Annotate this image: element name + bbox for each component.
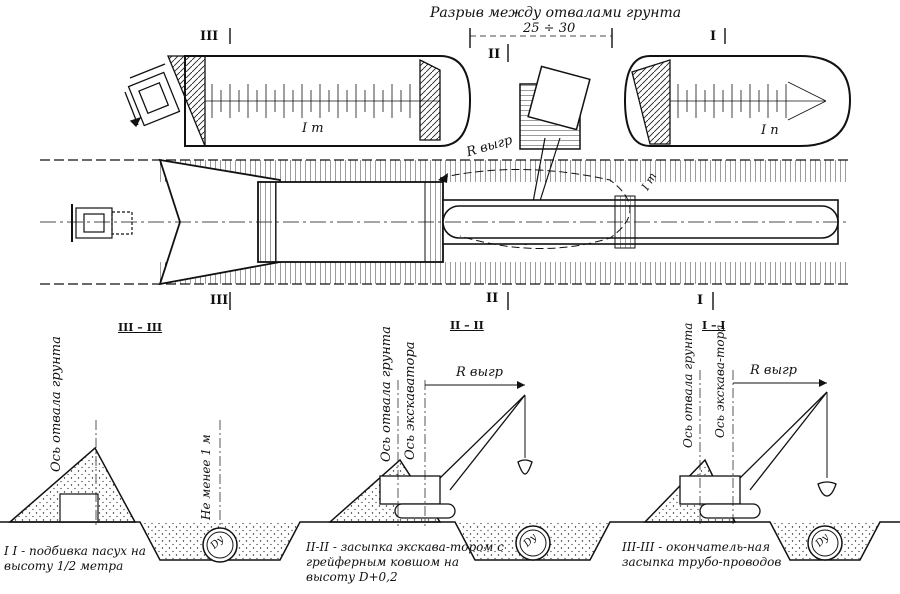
section-mark-second-bottom: II bbox=[486, 291, 499, 306]
spoil-axis-label-second: Ось отвала грунта bbox=[379, 326, 394, 462]
top-title: Разрыв между отвалами грунта bbox=[430, 5, 682, 21]
mound-label-first: I п bbox=[761, 123, 779, 138]
caption-section-three: III-III - окончатель-ная засыпка трубо-п… bbox=[622, 540, 782, 569]
section-lines bbox=[229, 28, 726, 310]
excavator-plan-icon bbox=[519, 65, 591, 246]
section-second bbox=[310, 380, 625, 561]
radius-label-first: R выгр bbox=[750, 363, 797, 378]
section-first bbox=[625, 370, 900, 561]
min-distance-label: Не менее 1 м bbox=[199, 434, 213, 520]
caption-section-two: II-II - засыпка экскава-тором с грейферн… bbox=[306, 540, 504, 584]
radius-label-second: R выгр bbox=[456, 365, 503, 380]
section-mark-second-top: II bbox=[488, 47, 501, 62]
mound-label-third: I m bbox=[302, 121, 324, 136]
caption-section-one: I I - подбивка пасух на высоту 1/2 метра bbox=[4, 544, 146, 573]
spoil-mound-first bbox=[623, 55, 852, 147]
section-title-first: I – I bbox=[702, 319, 726, 332]
section-mark-first-top: I bbox=[710, 29, 717, 44]
section-title-second: II – II bbox=[450, 319, 484, 332]
section-third bbox=[0, 420, 310, 563]
bulldozer-icon bbox=[124, 63, 181, 128]
spoil-mound-third bbox=[167, 55, 472, 147]
excavator-axis-label-second: Ось экскаватора bbox=[403, 341, 418, 460]
section-mark-first-bottom: I bbox=[697, 293, 704, 308]
top-gap-value: 25 ÷ 30 bbox=[523, 21, 576, 36]
section-mark-third-bottom: III bbox=[210, 293, 229, 308]
spoil-axis-label-third: Ось отвала грунта bbox=[49, 336, 64, 472]
spoil-axis-label-first: Ось отвала грунта bbox=[681, 322, 695, 448]
trench-plan bbox=[40, 158, 850, 286]
section-mark-third-top: III bbox=[200, 29, 219, 44]
section-title-third: III – III bbox=[118, 321, 163, 334]
excavator-axis-label-first: Ось экскава-тора bbox=[713, 324, 727, 438]
